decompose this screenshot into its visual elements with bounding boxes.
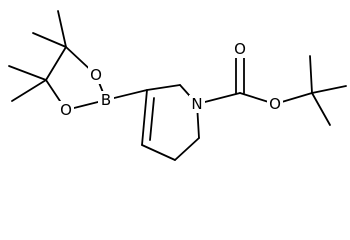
atom-labels: B O O N O O bbox=[58, 40, 283, 119]
atom-carbonyl-oxygen: O bbox=[232, 40, 248, 58]
bond-methyl-1 bbox=[57, 10, 67, 48]
bond-tbutyl-methyl-down bbox=[311, 92, 331, 126]
atom-carbonyl-oxygen-label: O bbox=[234, 40, 246, 58]
atom-nitrogen: N bbox=[189, 95, 205, 113]
atom-carbonyl-oxygen-mask bbox=[232, 40, 248, 58]
atom-nitrogen-mask bbox=[189, 95, 205, 113]
bond-tbutyl-methyl-up bbox=[309, 55, 313, 94]
atom-ring-oxygen-upper-label: O bbox=[90, 66, 102, 84]
atom-ester-oxygen-mask bbox=[267, 95, 283, 113]
atom-boron-label: B bbox=[101, 91, 111, 109]
bond-c-quat-c-quat bbox=[45, 46, 67, 81]
bond-methyl-3 bbox=[8, 65, 47, 81]
molecule-structure-diagram: B O O N O O bbox=[8, 10, 347, 161]
bond-c4-c5-double bbox=[149, 97, 155, 141]
atom-boron: B bbox=[98, 91, 114, 109]
atom-ring-oxygen-lower-label: O bbox=[60, 101, 72, 119]
atom-ring-oxygen-lower-mask bbox=[58, 101, 74, 119]
bond-c5-c6 bbox=[146, 84, 181, 91]
bond-lines bbox=[8, 10, 347, 161]
atom-ester-oxygen-label: O bbox=[269, 95, 281, 113]
bond-methyl-4 bbox=[11, 79, 47, 102]
atom-boron-mask bbox=[98, 91, 114, 109]
atom-ring-oxygen-upper: O bbox=[88, 66, 104, 84]
bond-c4-c5 bbox=[141, 89, 148, 146]
atom-ring-oxygen-lower: O bbox=[58, 101, 74, 119]
atom-nitrogen-label: N bbox=[191, 95, 202, 113]
bond-c2-c3 bbox=[174, 137, 200, 161]
bond-methyl-2 bbox=[32, 32, 67, 48]
atom-ring-oxygen-upper-mask bbox=[88, 66, 104, 84]
bond-tbutyl-methyl-right bbox=[311, 85, 347, 94]
bond-c3-c4 bbox=[141, 144, 176, 161]
atom-ester-oxygen: O bbox=[267, 95, 283, 113]
